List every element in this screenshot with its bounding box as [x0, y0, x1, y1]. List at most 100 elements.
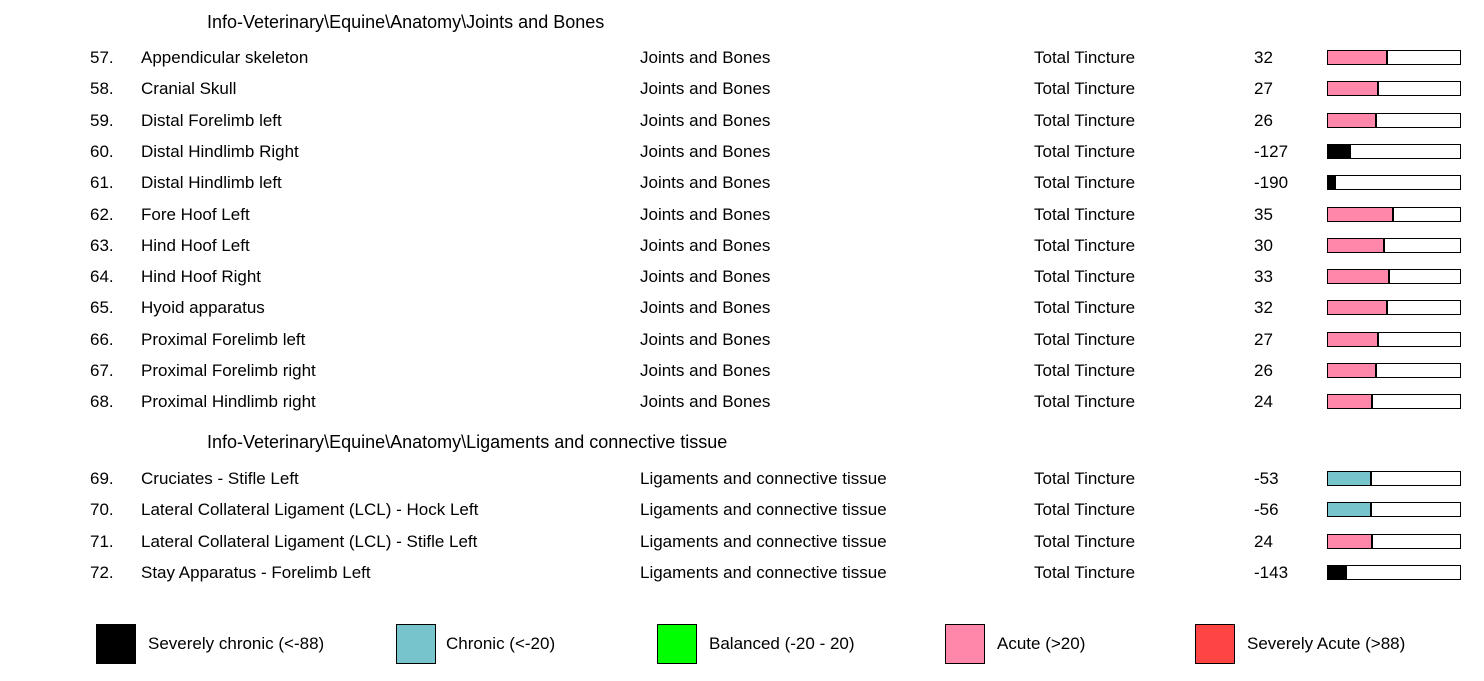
level-bar [1327, 81, 1461, 96]
row-number: 60. [90, 142, 114, 161]
legend-swatch [945, 624, 985, 664]
row-number: 61. [90, 173, 114, 192]
level-bar-fill [1328, 503, 1372, 516]
legend-label: Acute (>20) [997, 634, 1086, 653]
row-type: Total Tincture [1034, 500, 1136, 519]
row-name: Distal Forelimb left [141, 111, 282, 130]
row-number: 68. [90, 392, 114, 411]
row-number: 69. [90, 469, 114, 488]
row-value: 35 [1254, 205, 1273, 224]
legend-swatch [657, 624, 697, 664]
row-category: Ligaments and connective tissue [640, 469, 887, 488]
level-bar [1327, 471, 1461, 486]
row-value: 26 [1254, 361, 1273, 380]
row-category: Joints and Bones [640, 236, 771, 255]
row-value: 26 [1254, 111, 1273, 130]
row-type: Total Tincture [1034, 267, 1136, 286]
level-bar-fill [1328, 82, 1379, 95]
legend-swatch [1195, 624, 1235, 664]
row-name: Distal Hindlimb left [141, 173, 282, 192]
level-bar [1327, 238, 1461, 253]
row-value: 33 [1254, 267, 1273, 286]
level-bar-fill [1328, 472, 1372, 485]
row-name: Hyoid apparatus [141, 298, 265, 317]
row-type: Total Tincture [1034, 392, 1136, 411]
legend-label: Severely Acute (>88) [1247, 634, 1406, 653]
row-value: 27 [1254, 330, 1273, 349]
level-bar-fill [1328, 51, 1388, 64]
row-name: Hind Hoof Left [141, 236, 250, 255]
level-bar [1327, 50, 1461, 65]
level-bar-fill [1328, 333, 1379, 346]
section-header: Info-Veterinary\Equine\Anatomy\Ligaments… [207, 432, 728, 452]
row-name: Proximal Forelimb right [141, 361, 316, 380]
section-header: Info-Veterinary\Equine\Anatomy\Joints an… [207, 12, 605, 32]
row-number: 62. [90, 205, 114, 224]
level-bar [1327, 394, 1461, 409]
legend-swatch [396, 624, 436, 664]
level-bar-fill [1328, 364, 1377, 377]
row-category: Ligaments and connective tissue [640, 563, 887, 582]
row-number: 64. [90, 267, 114, 286]
level-bar [1327, 144, 1461, 159]
row-value: -127 [1254, 142, 1289, 161]
level-bar [1327, 534, 1461, 549]
level-bar-fill [1328, 208, 1394, 221]
level-bar [1327, 300, 1461, 315]
row-name: Cruciates - Stifle Left [141, 469, 299, 488]
row-type: Total Tincture [1034, 236, 1136, 255]
row-name: Fore Hoof Left [141, 205, 250, 224]
row-value: 24 [1254, 532, 1273, 551]
table-row: 69. Cruciates - Stifle Left Ligaments and … [0, 468, 1484, 490]
level-bar [1327, 332, 1461, 347]
table-row: 70.Lateral Collateral Ligament (LCL) - H… [0, 499, 1484, 521]
row-category: Joints and Bones [640, 392, 771, 411]
level-bar [1327, 502, 1461, 517]
row-type: Total Tincture [1034, 173, 1136, 192]
level-bar-fill [1328, 114, 1377, 127]
row-type: Total Tincture [1034, 469, 1136, 488]
row-type: Total Tincture [1034, 79, 1136, 98]
level-bar [1327, 565, 1461, 580]
level-bar [1327, 175, 1461, 190]
level-bar-fill [1328, 239, 1385, 252]
level-bar-fill [1328, 145, 1351, 158]
row-category: Joints and Bones [640, 142, 771, 161]
row-name: Distal Hindlimb Right [141, 142, 299, 161]
row-category: Ligaments and connective tissue [640, 532, 887, 551]
row-number: 58. [90, 79, 114, 98]
row-type: Total Tincture [1034, 298, 1136, 317]
row-value: 30 [1254, 236, 1273, 255]
row-number: 59. [90, 111, 114, 130]
row-type: Total Tincture [1034, 48, 1136, 67]
row-category: Joints and Bones [640, 330, 771, 349]
row-type: Total Tincture [1034, 142, 1136, 161]
level-bar [1327, 269, 1461, 284]
row-number: 70. [90, 500, 114, 519]
row-value: 27 [1254, 79, 1273, 98]
row-value: 32 [1254, 298, 1273, 317]
row-name: Proximal Forelimb left [141, 330, 306, 349]
row-number: 57. [90, 48, 114, 67]
row-value: 24 [1254, 392, 1273, 411]
table-row: 71.Lateral Collateral Ligament (LCL) - S… [0, 531, 1484, 553]
row-type: Total Tincture [1034, 205, 1136, 224]
level-bar [1327, 207, 1461, 222]
level-bar-fill [1328, 535, 1373, 548]
row-number: 67. [90, 361, 114, 380]
row-value: -143 [1254, 563, 1289, 582]
row-number: 72. [90, 563, 114, 582]
legend-swatch [96, 624, 136, 664]
level-bar-fill [1328, 270, 1390, 283]
level-bar-fill [1328, 301, 1388, 314]
row-category: Ligaments and connective tissue [640, 500, 887, 519]
row-name: Hind Hoof Right [141, 267, 262, 286]
